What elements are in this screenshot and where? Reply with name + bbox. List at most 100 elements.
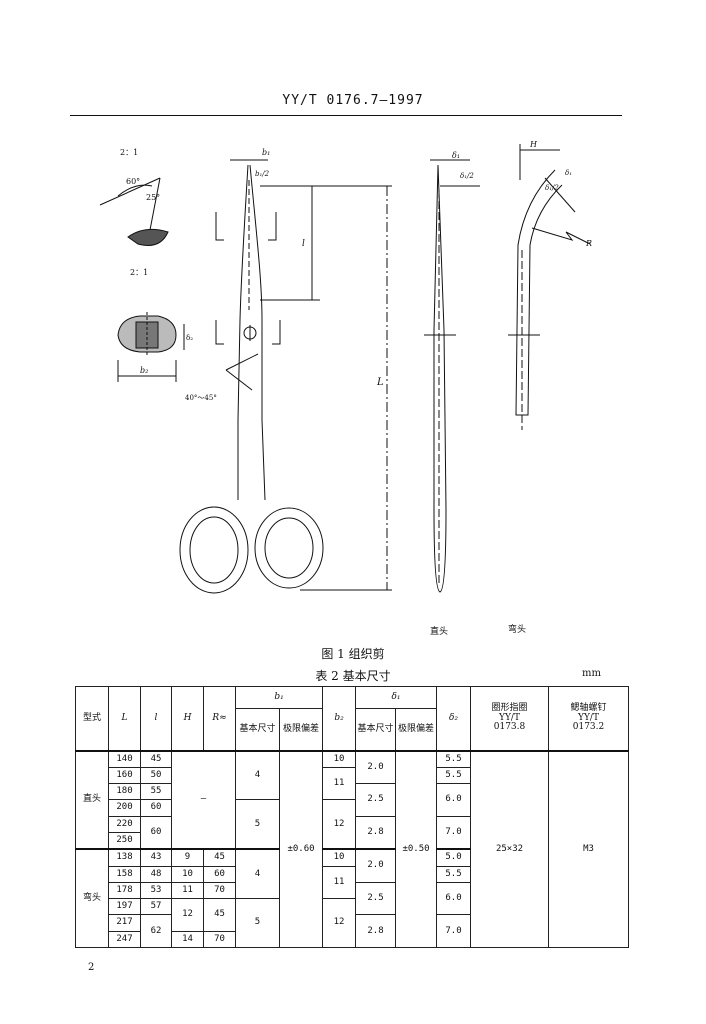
cell-L: 217 <box>108 914 141 932</box>
cell-L: 140 <box>108 749 141 768</box>
curved-view-label: 弯头 <box>508 623 526 635</box>
scissors-drawing: 2：1 60° 25° 2：1 b₂ δ₂ b₁ b₁/2 <box>99 140 592 637</box>
deltax-label: δ₂ <box>186 334 193 342</box>
th-d1: δ₁ <box>355 686 437 709</box>
b1-label: b₁ <box>262 148 270 157</box>
table-row: 200 60 5 12 <box>76 799 629 850</box>
cell-L: 180 <box>108 783 141 801</box>
th-l: l <box>140 686 172 751</box>
straight-view-label: 直头 <box>430 625 448 637</box>
cell-d1: 2.8 <box>355 914 396 948</box>
delta1-curved-half-label: δ₁/2 <box>545 184 559 192</box>
table-row: 178 53 11 70 2.5 6.0 <box>76 882 629 916</box>
cell-L: 200 <box>108 799 141 817</box>
cell-L: 220 <box>108 815 141 833</box>
cell-L: 160 <box>108 766 141 785</box>
standard-header: YY/T 0176.7—1997 <box>282 93 424 108</box>
cell-l: 53 <box>140 882 172 900</box>
angle-25-label: 25° <box>146 193 160 202</box>
cell-d1: 2.0 <box>355 749 396 785</box>
cell-d1: 2.5 <box>355 783 396 817</box>
cell-R: 60 <box>203 865 236 884</box>
curved-side-view: H δ₁ δ₁/2 R 弯头 <box>508 140 592 635</box>
cell-b1: 5 <box>235 898 280 948</box>
cell-d2: 7.0 <box>436 914 471 948</box>
cell-d2: 5.5 <box>436 865 471 884</box>
delta1-curved-label: δ₁ <box>565 169 572 177</box>
cell-b1-dev: ±0.60 <box>279 749 323 948</box>
dimension-table: 型式 L l H R≈ b₁ b₂ δ₁ δ₂ 圈形指圈 YY/T 0173.8… <box>75 686 629 949</box>
cell-L: 158 <box>108 865 141 884</box>
cell-l: 43 <box>140 848 172 867</box>
cell-l: 60 <box>140 815 172 850</box>
pivot-section-detail: 2：1 b₂ δ₂ <box>117 268 193 382</box>
cell-H: 14 <box>171 930 204 949</box>
scale-label-b: 2：1 <box>130 268 148 277</box>
th-b1-dev: 极限偏差 <box>279 708 323 751</box>
th-b1: b₁ <box>235 686 323 709</box>
cell-b2: 10 <box>322 848 356 867</box>
scissors-front-view: b₁ b₁/2 l L 40°～45° <box>179 148 392 594</box>
L-label: L <box>376 377 384 388</box>
cell-L: 247 <box>108 930 141 949</box>
cell-b2: 12 <box>322 898 356 948</box>
cell-d2: 7.0 <box>436 815 471 850</box>
cell-b1: 4 <box>235 848 280 900</box>
cell-d2: 6.0 <box>436 783 471 817</box>
th-type: 型式 <box>75 686 109 751</box>
table-row: 197 57 12 45 5 12 <box>76 898 629 948</box>
cell-l: 60 <box>140 799 172 817</box>
cell-d1-dev: ±0.50 <box>395 749 437 948</box>
th-R: R≈ <box>203 686 236 751</box>
tip-section-detail: 2：1 60° 25° <box>99 148 169 246</box>
cell-d2: 5.0 <box>436 848 471 867</box>
cell-H: 9 <box>171 848 204 867</box>
table-row: 180 55 2.5 6.0 <box>76 783 629 817</box>
cell-l: 57 <box>140 898 172 916</box>
th-ring: 圈形指圈 YY/T 0173.8 <box>470 686 549 751</box>
cell-d2: 5.5 <box>436 766 471 785</box>
cell-L: 138 <box>108 848 141 867</box>
cell-l: 50 <box>140 766 172 785</box>
figure-caption: 图 1 组织剪 <box>321 647 385 661</box>
cell-d2: 6.0 <box>436 882 471 916</box>
cell-L: 250 <box>108 831 141 850</box>
table-row: 247 14 70 <box>76 930 629 949</box>
th-b2: b₂ <box>322 686 356 751</box>
header-rule <box>70 115 622 116</box>
cell-H: 12 <box>171 898 204 932</box>
table-row: 160 50 11 5.5 <box>76 766 629 801</box>
table-title: 表 2 基本尺寸 <box>315 669 391 683</box>
cell-R: 45 <box>203 898 236 932</box>
table-row: 直头 140 45 — 4 ±0.60 10 2.0 ±0.50 5.5 25×… <box>75 749 629 948</box>
cell-R: 70 <box>203 930 236 949</box>
cell-R: 45 <box>203 848 236 867</box>
cell-screw: M3 <box>548 749 629 948</box>
delta1-half-label: δ₁/2 <box>460 172 474 180</box>
th-d1-basic: 基本尺寸 <box>355 708 396 751</box>
l-label: l <box>302 239 305 249</box>
straight-side-view: δ₁ δ₁/2 直头 <box>424 151 480 637</box>
H-label: H <box>529 140 538 149</box>
cell-l: 62 <box>140 914 172 948</box>
th-b1-basic: 基本尺寸 <box>235 708 280 751</box>
delta1-label: δ₁ <box>452 151 460 160</box>
angle-60-label: 60° <box>126 177 140 186</box>
th-d1-dev: 极限偏差 <box>395 708 437 751</box>
th-d2: δ₂ <box>436 686 471 751</box>
scale-label-a: 2：1 <box>120 148 138 157</box>
cell-H: 10 <box>171 865 204 884</box>
cell-d2: 5.5 <box>436 749 471 768</box>
cell-H: — <box>171 749 236 850</box>
cell-l: 48 <box>140 865 172 884</box>
cell-type: 直头 <box>75 749 109 850</box>
table-unit: mm <box>582 668 601 679</box>
cell-b2: 12 <box>322 799 356 850</box>
cell-L: 197 <box>108 898 141 916</box>
cell-b1: 5 <box>235 799 280 850</box>
table-row: 弯头 138 43 9 45 4 10 2.0 5.0 <box>75 848 629 949</box>
b2-label: b₂ <box>140 366 148 375</box>
cell-l: 45 <box>140 749 172 768</box>
R-label: R <box>585 239 592 248</box>
page-number: 2 <box>88 962 95 973</box>
